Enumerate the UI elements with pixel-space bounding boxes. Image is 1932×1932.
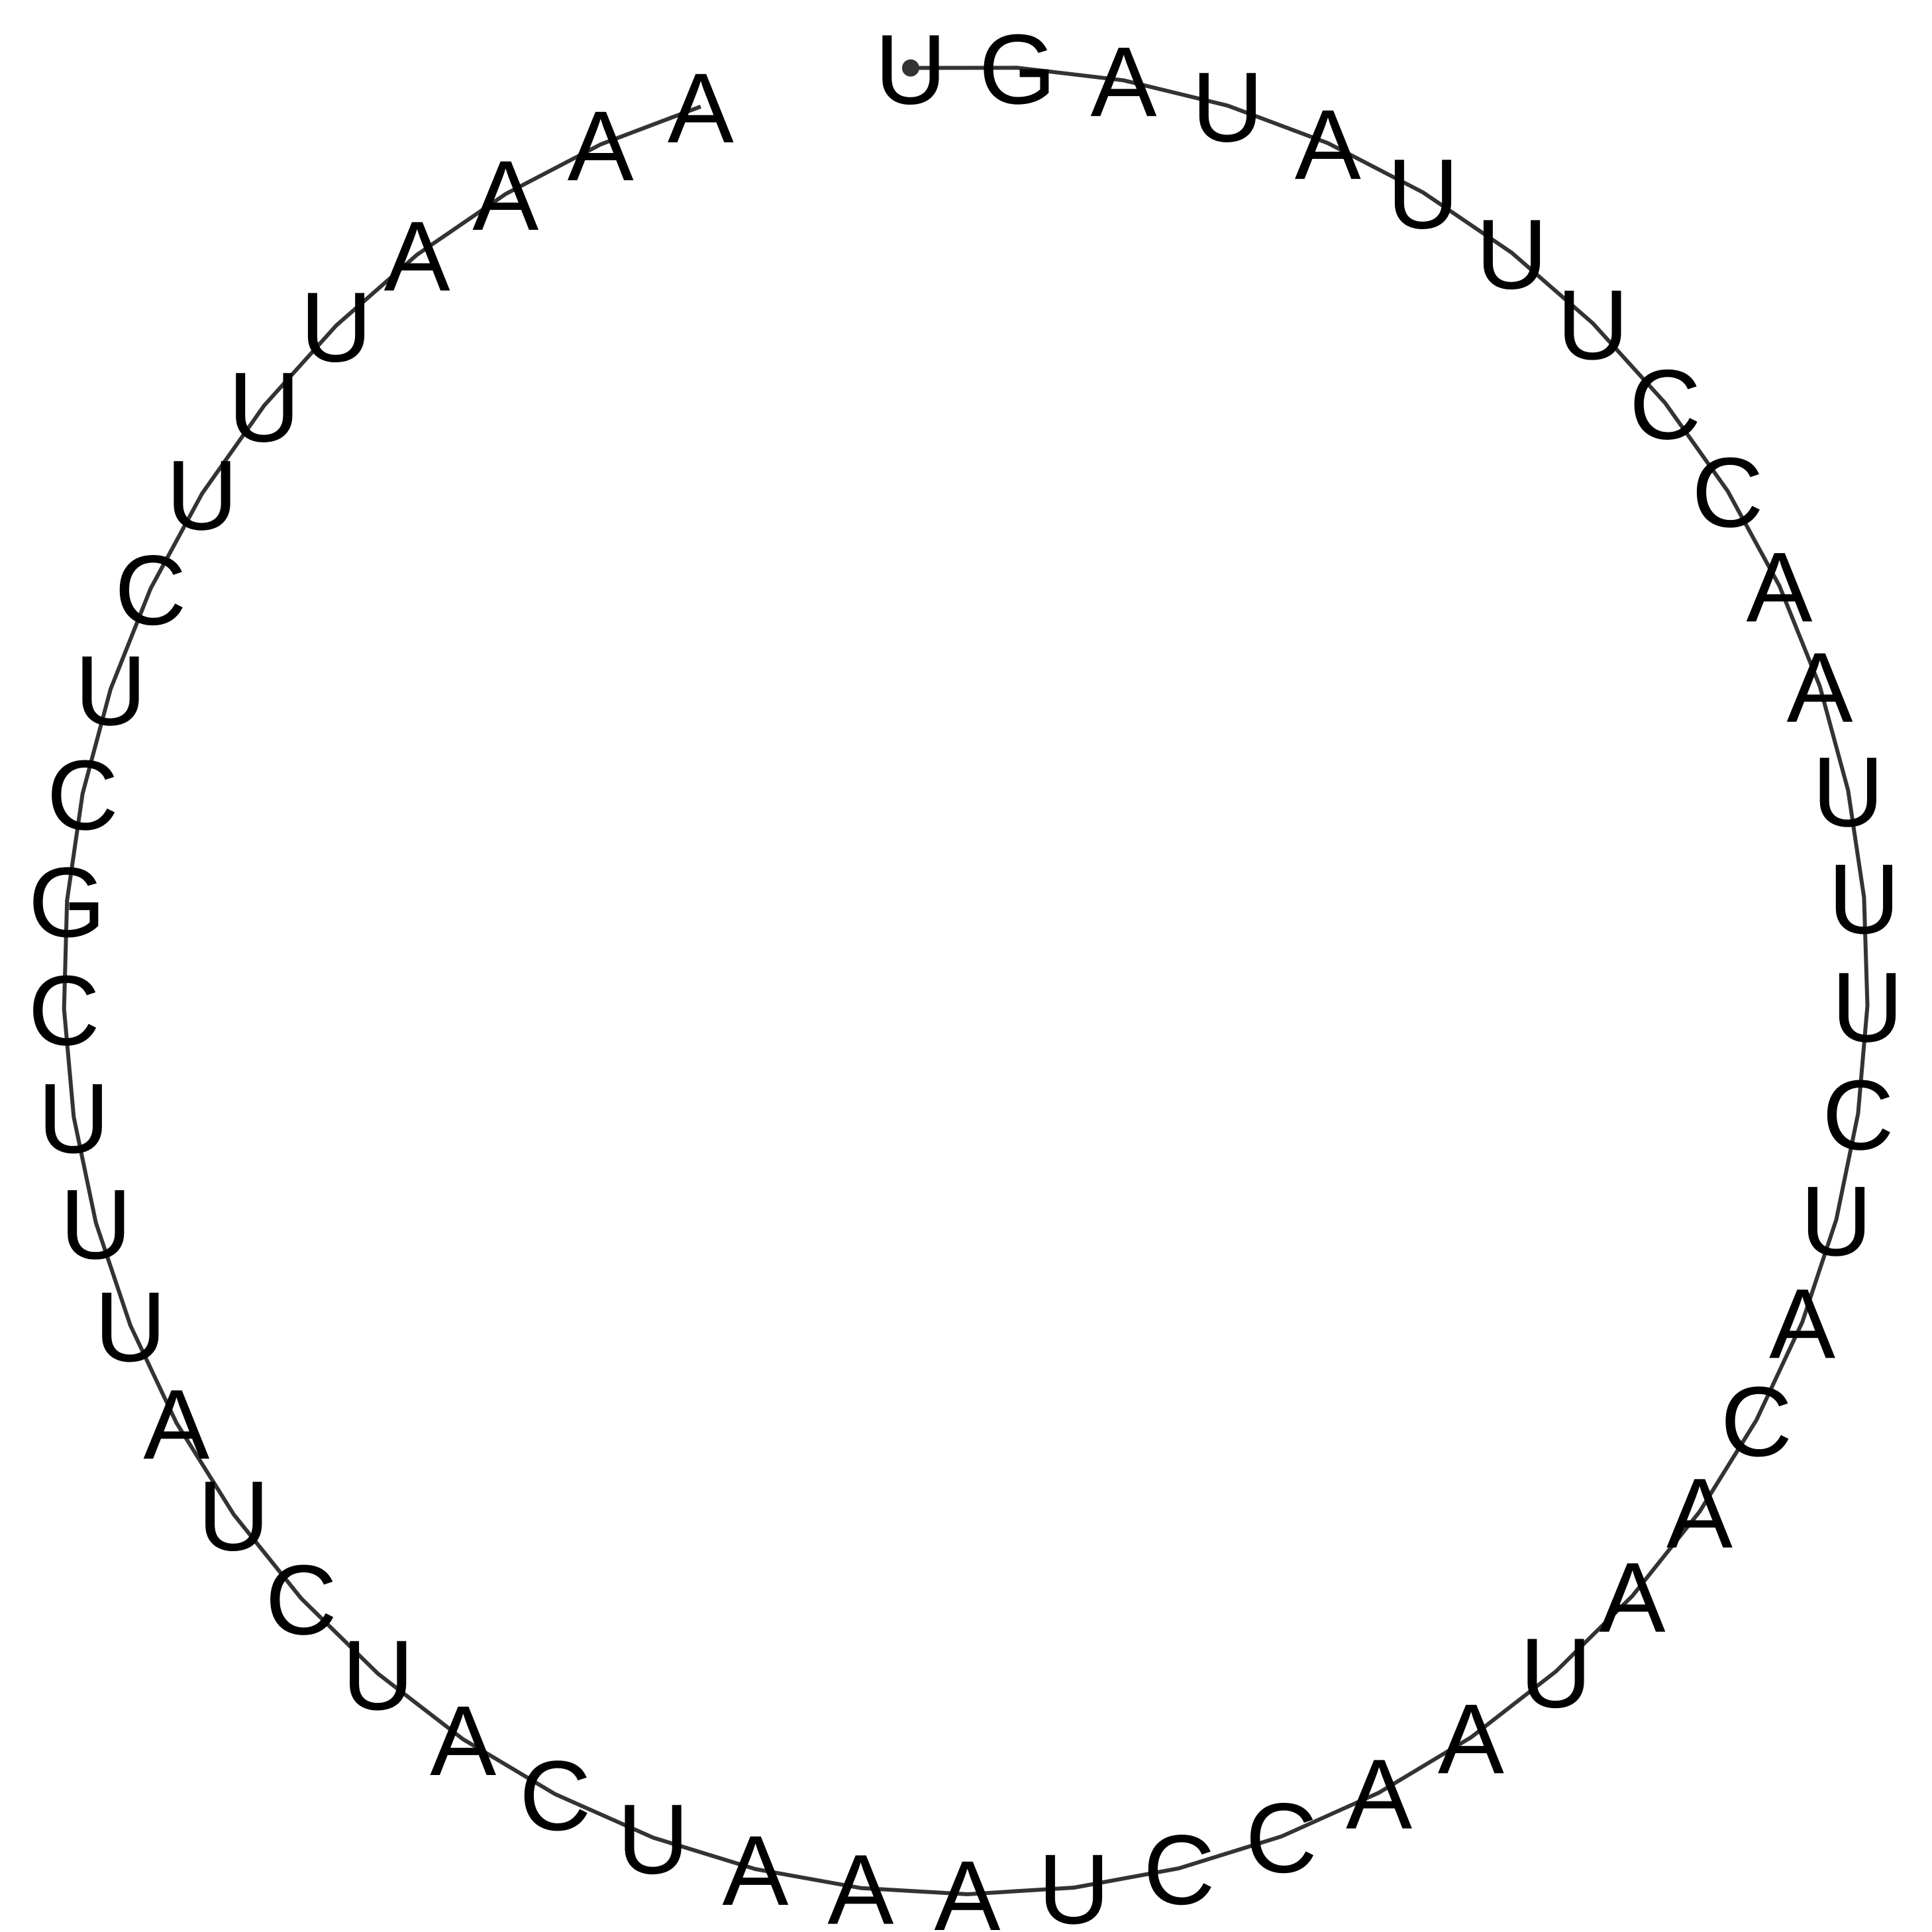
base-28: A	[934, 1840, 1000, 1932]
base-4: U	[1192, 51, 1263, 162]
base-39: U	[60, 1168, 132, 1280]
base-49: A	[384, 201, 450, 312]
base-42: G	[28, 846, 106, 958]
base-34: U	[342, 1619, 414, 1731]
base-16: C	[1822, 1059, 1894, 1170]
base-6: U	[1387, 138, 1458, 250]
base-1: U	[875, 14, 946, 125]
base-12: A	[1786, 632, 1853, 743]
base-50: A	[472, 140, 538, 251]
base-20: A	[1666, 1458, 1733, 1569]
base-32: C	[519, 1740, 591, 1851]
base-5: A	[1295, 89, 1361, 200]
base-26: C	[1143, 1814, 1215, 1925]
base-17: U	[1800, 1165, 1872, 1276]
base-51: A	[568, 90, 634, 201]
base-2: G	[979, 13, 1056, 125]
backbone-line	[62, 66, 1870, 1896]
base-31: U	[617, 1784, 689, 1895]
base-36: U	[198, 1460, 270, 1572]
base-23: A	[1438, 1683, 1504, 1794]
base-40: U	[38, 1062, 109, 1174]
base-44: U	[75, 635, 146, 746]
base-29: A	[827, 1834, 893, 1932]
base-21: A	[1600, 1542, 1666, 1653]
base-22: U	[1520, 1617, 1592, 1729]
base-47: U	[229, 351, 300, 462]
base-14: U	[1828, 843, 1900, 954]
base-13: U	[1812, 736, 1884, 847]
base-25: C	[1245, 1782, 1317, 1894]
base-48: U	[300, 272, 372, 383]
base-43: C	[47, 739, 119, 850]
base-9: C	[1629, 349, 1701, 460]
base-33: A	[430, 1685, 496, 1796]
base-24: A	[1346, 1739, 1412, 1850]
base-18: A	[1769, 1268, 1835, 1379]
base-30: A	[722, 1815, 788, 1926]
base-35: C	[266, 1544, 337, 1655]
base-46: U	[166, 439, 238, 550]
five-prime-marker	[901, 59, 919, 77]
base-45: C	[115, 534, 186, 646]
base-52: A	[668, 52, 734, 164]
base-8: U	[1557, 269, 1629, 380]
base-38: U	[95, 1271, 166, 1382]
base-15: U	[1831, 951, 1903, 1062]
base-41: C	[28, 954, 100, 1066]
base-11: A	[1746, 531, 1812, 642]
base-7: U	[1476, 199, 1547, 310]
base-10: C	[1692, 436, 1763, 548]
base-37: A	[143, 1368, 209, 1480]
base-27: U	[1038, 1833, 1109, 1932]
base-19: C	[1721, 1366, 1792, 1477]
base-3: A	[1090, 26, 1156, 137]
